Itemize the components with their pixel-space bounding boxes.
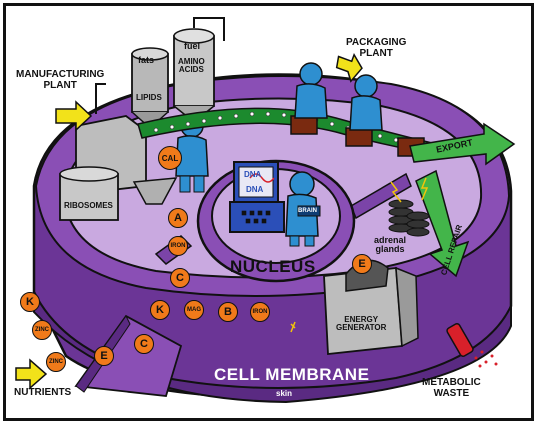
- ball-zinc-1: ZINC: [32, 320, 52, 340]
- cell-membrane-label: CELL MEMBRANE: [214, 365, 370, 384]
- ball-k-center: K: [150, 300, 170, 320]
- packaging-arrow: [335, 52, 363, 83]
- dna-bottom-label: DNA: [246, 185, 264, 194]
- ball-a: A: [168, 208, 188, 228]
- packaging-plant-label: PACKAGING PLANT: [346, 37, 407, 59]
- adrenal-glands-label: adrenal glands: [374, 235, 407, 255]
- manufacturing-arrow: [55, 100, 93, 132]
- ball-c-ramp: C: [134, 334, 154, 354]
- export-arrow: [409, 122, 516, 166]
- ribosomes-label: RIBOSOMES: [64, 201, 113, 210]
- nutrients-label: NUTRIENTS: [14, 387, 72, 398]
- ball-k-outside: K: [20, 292, 40, 312]
- ball-mag: MAG: [184, 300, 204, 320]
- waste-tube: [446, 322, 474, 358]
- ball-zinc-2: ZINC: [46, 352, 66, 372]
- ball-iron-2: IRON: [250, 302, 270, 322]
- brain-label: BRAIN: [298, 208, 317, 214]
- ball-b: B: [218, 302, 238, 322]
- energy-generator-label: ENERGY GENERATOR: [336, 315, 387, 333]
- fuel-silo: [173, 35, 215, 107]
- ball-iron-1: IRON: [168, 236, 188, 256]
- cell-repair-arrow: [415, 169, 470, 278]
- lipids-label: LIPIDS: [136, 93, 162, 102]
- fats-label: fats: [138, 55, 155, 65]
- ball-energy: E: [352, 254, 372, 274]
- nutrients-arrow: [15, 358, 48, 390]
- manufacturing-plant-label: MANUFACTURING PLANT: [16, 69, 105, 91]
- amino-acids-label: AMINO ACIDS: [178, 57, 205, 75]
- fuel-label: fuel: [184, 41, 201, 51]
- skin-label: skin: [276, 389, 293, 398]
- ball-c: C: [170, 268, 190, 288]
- metabolic-waste-label: METABOLIC WASTE: [422, 377, 481, 399]
- ball-e: E: [94, 346, 114, 366]
- dna-top-label: DNA: [244, 170, 262, 179]
- cell-diagram: MANUFACTURING PLANT PACKAGING PLANT fats…: [3, 3, 534, 421]
- nucleus-label: NUCLEUS: [230, 257, 316, 276]
- cal-ball: CAL: [158, 146, 182, 170]
